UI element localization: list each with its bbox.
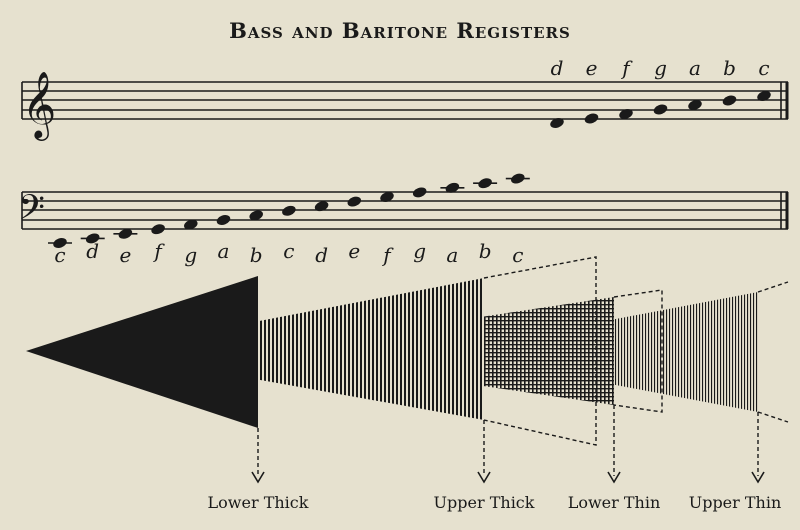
- bass-notehead: [314, 201, 329, 212]
- bass-notehead: [412, 187, 427, 198]
- diagram-title: Bass and Baritone Registers: [229, 18, 571, 43]
- bass-notehead: [282, 205, 296, 216]
- arrow-down-icons: [251, 471, 765, 484]
- pointer-lines: [257, 405, 759, 476]
- bass-noteheads: [48, 173, 530, 248]
- bass-notehead: [478, 178, 492, 189]
- treble-notehead: [619, 109, 633, 119]
- wedge-lower-thick: [26, 276, 258, 428]
- bass-note-letter: c: [512, 243, 523, 267]
- treble-notehead: [584, 113, 599, 124]
- treble-note-letter: g: [654, 56, 667, 80]
- bass-notehead: [85, 233, 100, 244]
- bass-notehead: [216, 215, 231, 225]
- bass-notehead: [53, 238, 67, 248]
- bass-note-letter: e: [119, 243, 131, 267]
- bass-notehead: [347, 196, 362, 207]
- wedge-upper-thick-dashed: [483, 256, 597, 446]
- treble-note-letter: f: [620, 56, 633, 80]
- treble-note-letter: c: [758, 56, 769, 80]
- label-upper-thick: Upper Thick: [433, 493, 535, 512]
- wedge-lower-thin-dashed: [613, 289, 663, 413]
- bass-note-letter: a: [446, 243, 458, 267]
- treble-clef-icon: 𝄞: [22, 70, 56, 141]
- treble-noteheads: [550, 91, 771, 128]
- wedge-upper-thin-extension-lower: [757, 411, 789, 423]
- bass-note-letter: b: [250, 243, 263, 267]
- bass-note-letter: b: [479, 239, 492, 263]
- bass-notehead: [151, 224, 165, 235]
- bass-note-letter: f: [152, 239, 165, 263]
- treble-notehead: [550, 118, 564, 128]
- bass-note-letter: d: [315, 243, 328, 267]
- bass-notehead: [445, 182, 460, 193]
- bass-note-letter: d: [86, 239, 99, 263]
- bass-notehead: [380, 192, 394, 202]
- bass-note-letter: a: [218, 239, 230, 263]
- bass-notehead: [511, 173, 525, 184]
- bass-note-letter: c: [54, 243, 65, 267]
- wedge-upper-thick: [160, 278, 484, 420]
- treble-note-letter: e: [586, 56, 598, 80]
- label-lower-thin: Lower Thin: [567, 493, 661, 512]
- bass-note-letter: c: [283, 239, 294, 263]
- treble-staff: [21, 81, 789, 120]
- bass-note-letter: g: [413, 239, 426, 263]
- label-lower-thick: Lower Thick: [207, 493, 309, 512]
- treble-notehead: [653, 104, 668, 115]
- treble-notehead: [688, 100, 702, 110]
- bass-note-letter: f: [381, 243, 394, 267]
- treble-note-letter: a: [689, 56, 701, 80]
- bass-note-letter: g: [184, 243, 197, 267]
- bass-notehead: [118, 228, 133, 239]
- label-upper-thin: Upper Thin: [688, 493, 782, 512]
- treble-note-letter: b: [723, 56, 736, 80]
- treble-notehead: [757, 91, 771, 101]
- treble-note-letter: d: [551, 56, 564, 80]
- bass-notehead: [249, 210, 263, 221]
- bass-note-letter: e: [348, 239, 360, 263]
- bass-clef-icon: 𝄢: [18, 187, 45, 236]
- wedge-upper-thin-extension: [757, 281, 789, 293]
- treble-notehead: [722, 95, 737, 106]
- bass-staff: [21, 191, 789, 230]
- bass-notehead: [184, 219, 198, 230]
